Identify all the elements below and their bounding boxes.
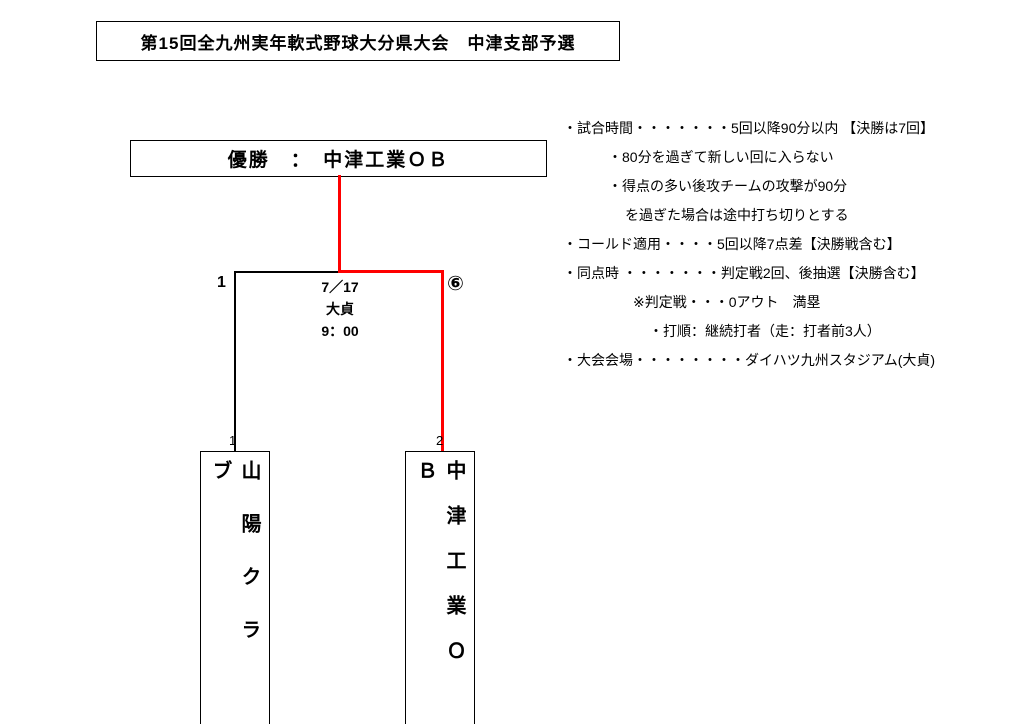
page-title-box: 第15回全九州実年軟式野球大分県大会 中津支部予選	[96, 21, 620, 61]
note-line-cutoff: を過ぎた場合は途中打ち切りとする	[625, 207, 849, 223]
note-line-game-time: ・試合時間・・・・・・・5回以降90分以内 【決勝は7回】	[563, 120, 935, 136]
note-line-mercy-rule: ・コールド適用・・・・5回以降7点差【決勝戦含む】	[563, 236, 901, 252]
note-line-venue: ・大会会場・・・・・・・・ダイハツ九州スタジアム(大貞)	[563, 352, 936, 368]
team-box-left: 山陽クラブ	[200, 451, 270, 724]
winner-label: 優勝 ： 中津工業ＯＢ	[227, 150, 450, 171]
match-venue: 大貞	[326, 301, 354, 317]
match-info: 7／17 大貞 9：00	[292, 276, 388, 342]
winner-path-horizontal-line	[338, 270, 444, 273]
seed-number-right: 2	[436, 433, 444, 448]
bracket-horizontal-left-line	[235, 271, 340, 273]
winner-path-stem-line	[338, 175, 341, 272]
right-team-score-circled: ⑥	[447, 273, 464, 295]
winner-box: 優勝 ： 中津工業ＯＢ	[130, 140, 547, 177]
match-time: 9：00	[321, 323, 359, 339]
left-team-score: 1	[217, 274, 226, 291]
note-line-tie-rule: ・同点時 ・・・・・・・判定戦2回、後抽選【決勝含む】	[563, 265, 925, 281]
team-name-right: 中津工業ＯＢ	[414, 460, 465, 685]
note-line-no-new-inning: ・80分を過ぎて新しい回に入らない	[608, 149, 834, 165]
rules-notes-section: ・試合時間・・・・・・・5回以降90分以内 【決勝は7回】 ・80分を過ぎて新し…	[563, 114, 1018, 375]
seed-number-left: 1	[229, 433, 237, 448]
page-title: 第15回全九州実年軟式野球大分県大会 中津支部予選	[140, 33, 576, 53]
team-name-left: 山陽クラブ	[209, 460, 260, 672]
note-line-trailing-attack: ・得点の多い後攻チームの攻撃が90分	[608, 178, 848, 194]
match-date: 7／17	[321, 279, 359, 295]
winner-path-vertical-right-line	[441, 270, 444, 452]
note-line-judgment-game: ※判定戦・・・0アウト 満塁	[633, 294, 821, 310]
note-line-batting-order: ・打順：継続打者（走：打者前3人）	[649, 323, 881, 339]
team-box-right: 中津工業ＯＢ	[405, 451, 475, 724]
bracket-vertical-left-line	[234, 271, 236, 452]
